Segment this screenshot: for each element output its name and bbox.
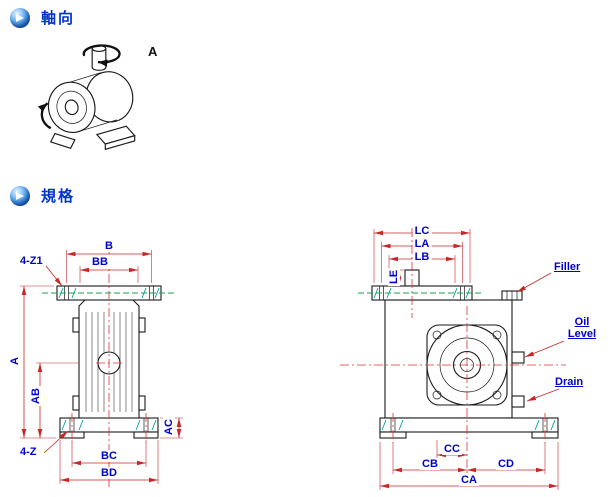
- dim-label-bb: BB: [90, 256, 110, 268]
- dim-label-cc: CC: [442, 443, 462, 455]
- dim-label-ab: AB: [29, 386, 42, 406]
- dim-label-lc: LC: [412, 225, 432, 237]
- dim-label-bd: BD: [99, 467, 119, 479]
- dim-label-b: B: [103, 240, 115, 252]
- callout-label-filler: Filler: [552, 261, 583, 273]
- dim-label-cd: CD: [496, 458, 516, 470]
- dim-label-bc: BC: [99, 450, 119, 462]
- dim-label-la: LA: [412, 238, 432, 250]
- axial-direction-label: A: [148, 44, 158, 59]
- callout-label-4z1: 4-Z1: [18, 255, 45, 267]
- section-axial: 軸向: [10, 7, 75, 28]
- front-view-drawing: [20, 240, 183, 488]
- section-spec: 規格: [10, 185, 75, 206]
- dim-label-ac: AC: [162, 417, 175, 437]
- dim-label-ca: CA: [459, 474, 479, 486]
- side-view-drawing: [340, 228, 566, 490]
- callout-label-oil-level: Oil Level: [562, 316, 602, 340]
- callout-label-drain: Drain: [553, 376, 586, 388]
- section-title-axial: 軸向: [41, 10, 76, 27]
- axial-view-drawing: [37, 44, 136, 151]
- section-bullet-icon: [10, 7, 30, 28]
- dim-label-lb: LB: [412, 251, 432, 263]
- section-title-spec: 規格: [41, 188, 76, 205]
- dim-label-cb: CB: [420, 458, 440, 470]
- dim-label-le: LE: [388, 267, 401, 287]
- section-bullet-icon: [10, 185, 30, 206]
- callout-label-4z: 4-Z: [18, 446, 39, 458]
- dim-label-a: A: [8, 355, 21, 367]
